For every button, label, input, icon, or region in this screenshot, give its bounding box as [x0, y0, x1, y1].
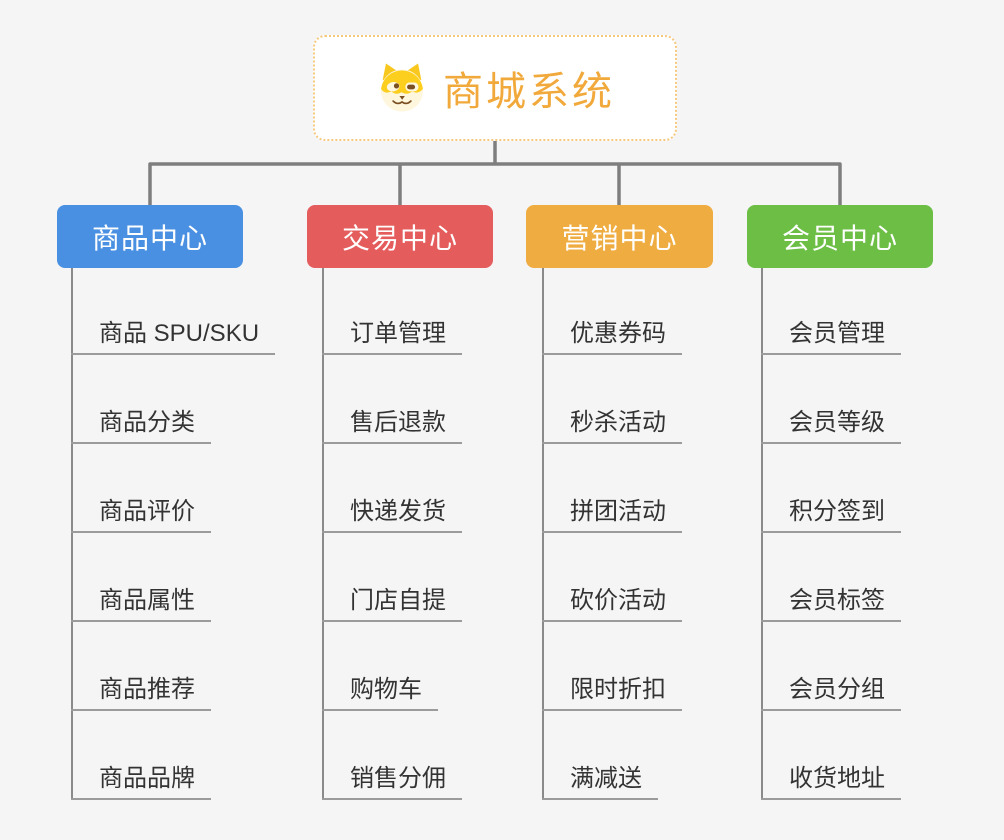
root-node[interactable]: 商城系统: [313, 35, 677, 141]
leaf-item[interactable]: 订单管理: [322, 319, 462, 355]
leaf-item[interactable]: 商品 SPU/SKU: [71, 319, 276, 355]
leaf-item[interactable]: 会员分组: [761, 675, 901, 711]
leaf-item[interactable]: 商品品牌: [71, 764, 211, 800]
leaf-item[interactable]: 秒杀活动: [542, 408, 682, 444]
leaf-item[interactable]: 商品推荐: [71, 675, 211, 711]
leaf-item[interactable]: 会员管理: [761, 319, 901, 355]
leaf-item[interactable]: 购物车: [322, 675, 438, 711]
leaf-item[interactable]: 满减送: [542, 764, 658, 800]
leaf-item[interactable]: 收货地址: [761, 764, 901, 800]
leaf-item[interactable]: 砍价活动: [542, 586, 682, 622]
leaf-item[interactable]: 销售分佣: [322, 764, 462, 800]
branch-marketing-center[interactable]: 营销中心: [526, 205, 713, 268]
leaf-item[interactable]: 拼团活动: [542, 497, 682, 533]
branch-label: 营销中心: [561, 222, 678, 254]
branch-member-center[interactable]: 会员中心: [747, 205, 933, 268]
branch-trade-center[interactable]: 交易中心: [307, 205, 493, 268]
leaf-item[interactable]: 限时折扣: [542, 675, 682, 711]
leaf-item[interactable]: 商品分类: [71, 408, 211, 444]
branch-label: 会员中心: [781, 222, 898, 254]
doge-icon: [380, 63, 424, 112]
leaf-item[interactable]: 快递发货: [322, 497, 462, 533]
branch-label: 商品中心: [91, 222, 208, 254]
bus-line: [148, 162, 842, 206]
leaf-item[interactable]: 优惠券码: [542, 319, 682, 355]
leaf-item[interactable]: 会员标签: [761, 586, 901, 622]
leaf-item[interactable]: 商品属性: [71, 586, 211, 622]
branch-label: 交易中心: [341, 222, 458, 254]
branch-product-center[interactable]: 商品中心: [57, 205, 243, 268]
leaf-item[interactable]: 售后退款: [322, 408, 462, 444]
leaf-item[interactable]: 积分签到: [761, 497, 901, 533]
root-title: 商城系统: [443, 70, 615, 114]
leaf-item[interactable]: 门店自提: [322, 586, 462, 622]
leaf-item[interactable]: 会员等级: [761, 408, 901, 444]
leaf-item[interactable]: 商品评价: [71, 497, 211, 533]
